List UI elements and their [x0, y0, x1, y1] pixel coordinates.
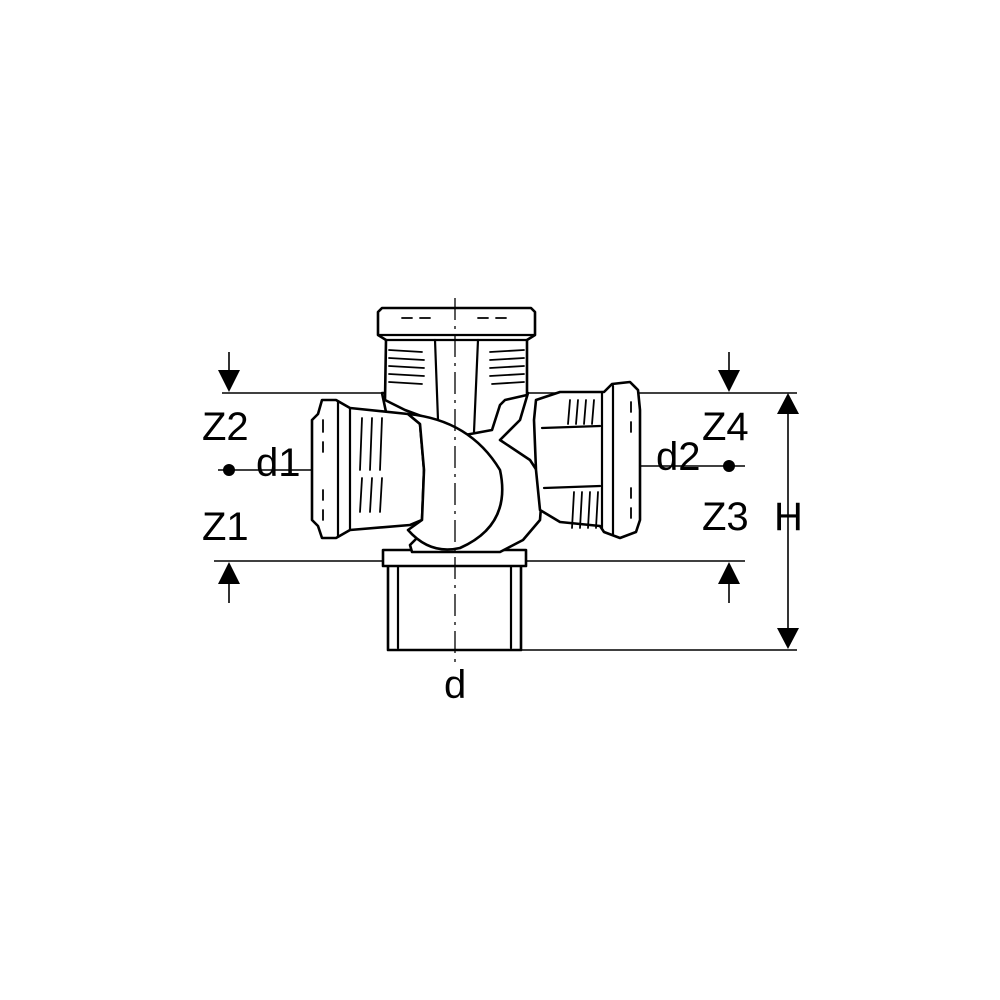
- label-z2: Z2: [202, 405, 249, 449]
- z3-arrow-up-icon: [718, 562, 740, 584]
- label-d2: d2: [656, 435, 701, 479]
- label-d1: d1: [256, 441, 301, 485]
- label-d: d: [444, 663, 466, 707]
- top-socket-panel-right: [472, 338, 480, 434]
- top-socket-panel-left: [433, 338, 440, 422]
- right-branch-socket: [532, 380, 642, 540]
- right-socket-band-bottom: [542, 484, 602, 490]
- z1-arrow-up-icon: [218, 562, 240, 584]
- z4-arrow-down-icon: [718, 370, 740, 392]
- label-z1: Z1: [202, 505, 249, 549]
- label-h: H: [774, 495, 803, 539]
- label-z4: Z4: [702, 405, 749, 449]
- fitting-body: [310, 306, 642, 652]
- h-arrow-up-icon: [777, 393, 799, 414]
- left-axis-dot-icon: [223, 464, 235, 476]
- left-branch-socket: [310, 398, 426, 540]
- top-socket-ribs-left: [388, 349, 425, 385]
- z2-arrow-down-icon: [218, 370, 240, 392]
- right-axis-dot-icon: [723, 460, 735, 472]
- left-elbow-sweep: [406, 412, 504, 551]
- labels: Z2 Z1 Z4 Z3 d1 d2 H d: [202, 405, 803, 707]
- h-arrow-down-icon: [777, 628, 799, 649]
- right-socket-ribs: [567, 399, 599, 529]
- label-z3: Z3: [702, 495, 749, 539]
- left-socket-ribs: [359, 417, 383, 513]
- top-socket-ribs-right: [489, 349, 525, 385]
- right-socket-band-top: [540, 424, 602, 430]
